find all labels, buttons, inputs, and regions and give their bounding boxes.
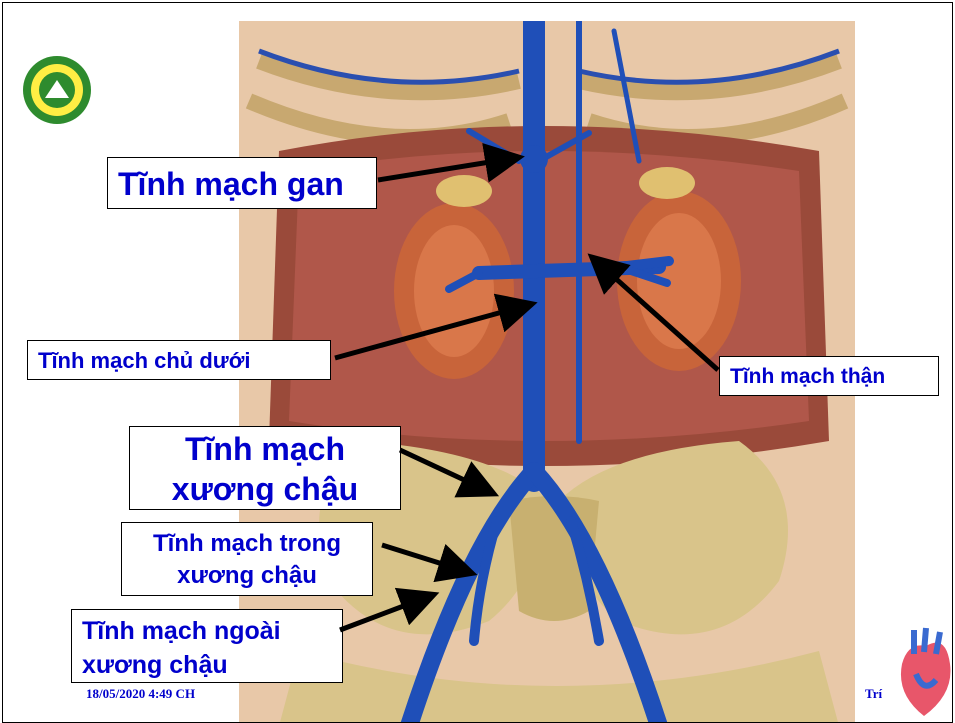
label-iliac-vein: Tĩnh mạch xương chậu <box>129 426 401 510</box>
label-internal-iliac-line2: xương chậu <box>126 560 368 592</box>
label-internal-iliac-line1: Tĩnh mạch trong <box>126 528 368 560</box>
label-hepatic-vein-text: Tĩnh mạch gan <box>118 166 344 202</box>
label-external-iliac-vein: Tĩnh mạch ngoài xương chậu <box>71 609 343 683</box>
footer-author: Trí <box>865 686 882 702</box>
footer-date: 18/05/2020 4:49 CH <box>86 686 195 702</box>
label-external-iliac-line1: Tĩnh mạch ngoài <box>82 614 332 648</box>
label-renal-vein-text: Tĩnh mạch thận <box>730 365 885 388</box>
university-logo <box>21 54 93 126</box>
label-renal-vein: Tĩnh mạch thận <box>719 356 939 396</box>
label-iliac-vein-line2: xương chậu <box>134 469 396 509</box>
heart-icon <box>896 624 952 723</box>
label-internal-iliac-vein: Tĩnh mạch trong xương chậu <box>121 522 373 596</box>
label-external-iliac-line2: xương chậu <box>82 648 332 682</box>
label-hepatic-vein: Tĩnh mạch gan <box>107 157 377 209</box>
label-inferior-vena-cava-text: Tĩnh mạch chủ dưới <box>38 348 250 373</box>
label-iliac-vein-line1: Tĩnh mạch <box>134 429 396 469</box>
label-inferior-vena-cava: Tĩnh mạch chủ dưới <box>27 340 331 380</box>
